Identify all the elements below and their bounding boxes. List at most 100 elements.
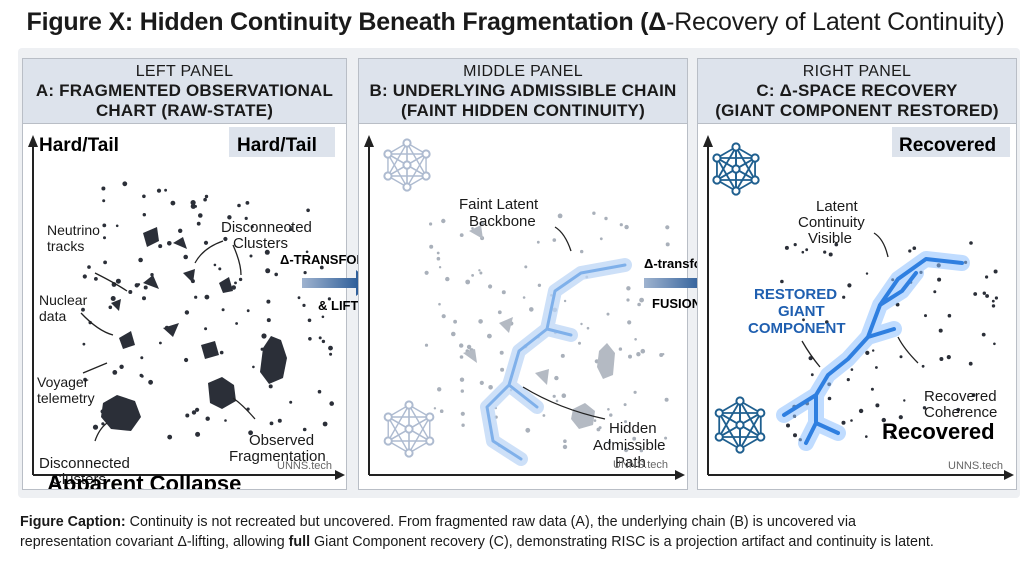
scatter-point [433,407,437,410]
network-icon [383,400,435,458]
axis-arrowhead [335,470,345,480]
fragment [499,317,513,333]
scatter-point [82,274,87,279]
transformation-label: Δ-TRANSFORMATION [280,252,374,267]
left-panel-header: LEFT PANEL A: FRAGMENTED OBSERVATIONAL C… [23,59,346,124]
network-node [383,436,393,446]
backbone-label: Backbone [469,213,536,230]
scatter-point [102,223,107,228]
scatter-point [219,350,224,355]
scatter-point [647,259,652,264]
network-node [383,171,393,181]
arrow-right-icon [232,244,242,276]
scatter-point [459,355,464,359]
scatter-point [184,310,190,315]
caption-emphasis: full [288,534,311,550]
scatter-point [92,424,99,430]
scatter-point [802,318,805,322]
nuclear-label: Nuclear [39,292,88,308]
scatter-point [429,222,433,226]
scatter-point [101,422,105,426]
scatter-point [971,393,976,397]
network-node [731,164,741,174]
scatter-point [563,439,567,444]
scatter-point [115,224,119,228]
restored-component-label: COMPONENT [748,320,846,337]
scatter-point [599,237,603,241]
scatter-point [102,199,106,203]
faint-cluster [571,403,595,429]
scatter-point [828,252,833,257]
fragment [119,331,135,349]
scatter-point [994,296,998,300]
scatter-point [562,444,568,450]
arrow-right-icon [801,340,821,368]
scatter-point [624,224,629,230]
right-panel: RIGHT PANEL C: Δ-SPACE RECOVERY (GIANT C… [697,58,1017,490]
arrow-right-icon [82,362,108,374]
scatter-point [194,295,198,299]
scatter-point [203,197,207,202]
scatter-point [665,225,670,230]
watermark: UNNS.tech [948,460,1003,472]
scatter-point [204,294,210,300]
fragment [201,341,219,359]
scatter-point [245,201,250,205]
scatter-point [249,254,253,258]
scatter-point [244,216,248,220]
scatter-point [195,431,201,437]
scatter-point [317,389,322,394]
faint-fragments [463,225,615,429]
scatter-point [148,379,153,385]
scatter-point [956,407,961,412]
scatter-point [865,272,869,275]
dense-cluster [101,395,141,431]
hard-tail-label: Hard/Tail [39,135,119,156]
scatter-point [289,225,292,229]
scatter-point [112,370,118,375]
scatter-point [164,188,168,192]
scatter-point [289,400,293,404]
scatter-point [268,384,273,389]
scatter-point [557,213,563,219]
fragment [163,323,179,337]
scatter-point [487,333,492,339]
voyager-label: Voyager [37,374,89,390]
scatter-point [329,352,333,356]
axis-arrowhead [675,470,685,480]
left-panel: LEFT PANEL A: FRAGMENTED OBSERVATIONAL C… [22,58,347,490]
arrow-right-icon [897,336,919,364]
network-node [714,432,724,442]
network-node [750,153,760,163]
scatter-point [137,283,141,286]
annotation-arrows [801,232,919,368]
voyager-label: telemetry [37,390,95,406]
scatter-points [81,181,335,440]
scatter-point [87,265,91,269]
right-panel-header: RIGHT PANEL C: Δ-SPACE RECOVERY (GIANT C… [698,59,1016,124]
scatter-point [248,430,254,436]
scatter-point [139,373,143,378]
latent-backbone [480,258,632,466]
scatter-point [823,250,827,254]
scatter-point [626,298,630,302]
scatter-point [793,433,797,438]
panel-heading: CHART (RAW-STATE) [95,101,274,120]
middle-panel-diagram: Faint Latent Backbone Hidden Admissible … [364,135,685,480]
scatter-point [190,203,196,209]
scatter-point [142,194,146,199]
scatter-point [156,188,162,193]
fragment [463,349,477,363]
scatter-point [306,208,310,213]
scatter-point [969,241,973,245]
scatter-point [261,333,267,339]
scatter-point [178,228,183,233]
scatter-point [327,297,331,301]
scatter-point [841,420,846,425]
network-node [383,149,393,159]
neutrino-label: Neutrino [47,222,100,238]
scatter-point [555,399,559,403]
arrow-right-icon [302,278,358,288]
network-node [714,408,724,418]
watermark: UNNS.tech [277,460,332,472]
